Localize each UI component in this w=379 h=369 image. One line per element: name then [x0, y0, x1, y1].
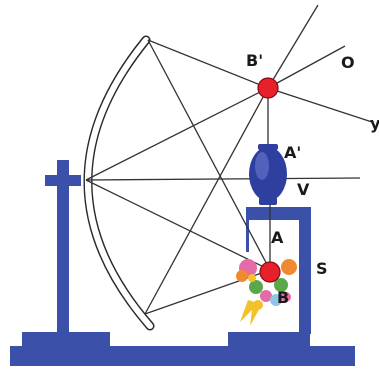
image-point-b-prime — [257, 77, 279, 99]
box-inner-left — [246, 216, 249, 252]
flower-bouquet-icon — [236, 259, 297, 326]
object-point-b — [259, 261, 281, 283]
vase-icon — [249, 144, 287, 205]
mirror-stand-foot — [22, 332, 110, 346]
label-a: A — [271, 228, 284, 247]
vase-stand-post — [299, 210, 311, 334]
label-a-prime: A' — [284, 143, 301, 162]
vase-stand-top — [246, 207, 311, 220]
ground-base — [10, 346, 355, 366]
label-y: y — [370, 114, 379, 133]
label-s: S — [316, 259, 328, 278]
mirror-stand-post — [57, 160, 69, 334]
concave-mirror — [83, 35, 155, 331]
label-v: V — [297, 180, 310, 199]
mirror-stand-crossbar — [45, 175, 81, 186]
vase-stand-foot — [228, 332, 310, 346]
label-b: B — [277, 288, 289, 307]
label-o: O — [341, 53, 355, 72]
ray-lines — [85, 4, 373, 315]
label-b-prime: B' — [246, 51, 263, 70]
